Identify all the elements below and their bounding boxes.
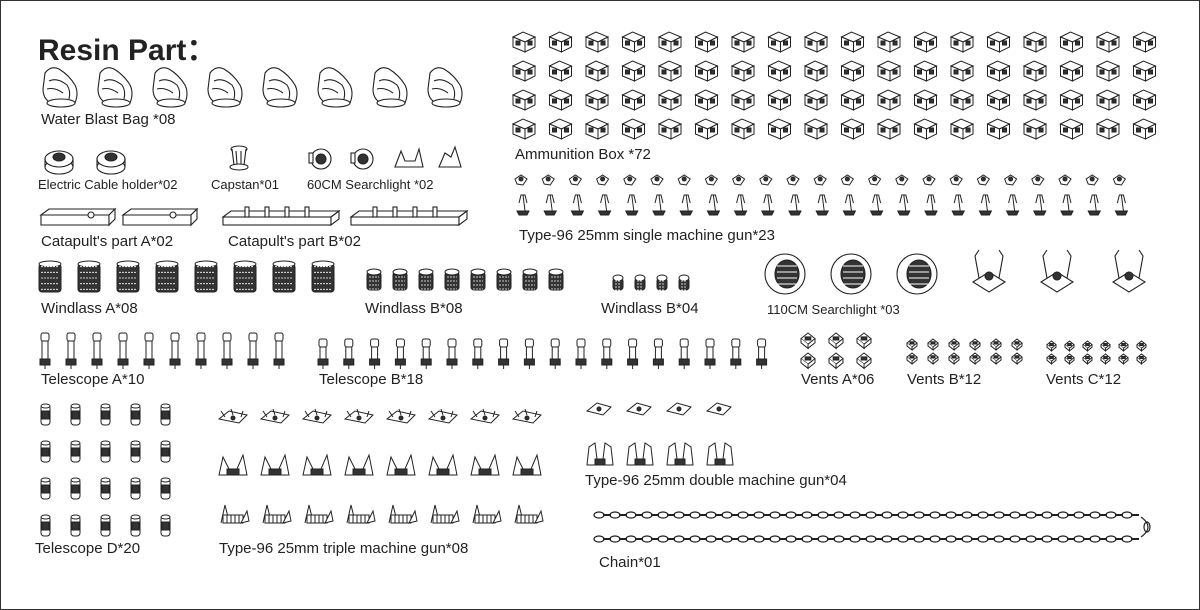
windlass-b4-label: Windlass B*04 [601,300,699,317]
catapult-b-label: Catapult's part B*02 [228,233,361,250]
vents-c-label: Vents C*12 [1046,371,1122,388]
windlass-a-label: Windlass A*08 [41,300,138,317]
ammo-box-icon [511,31,1157,140]
page-title: Resin Part： [38,34,217,67]
chain-label: Chain*01 [599,554,661,571]
catapult-rail-icon [221,206,469,227]
telescope-b-label: Telescope B*18 [319,371,424,388]
searchlight-60cm-group [305,143,465,175]
type96-single-group [513,169,1163,225]
catapult-b-group [221,205,471,229]
vents-b-group [905,337,1035,367]
windlass-b8-label: Windlass B*08 [365,300,463,317]
telescope-icon [40,403,171,537]
telescope-a-group [37,331,297,371]
type96-double-group [583,399,743,471]
searchlight-110cm-label: 110CM Searchlight *03 [767,302,900,317]
type96-single-label: Type-96 25mm single machine gun*23 [519,227,775,244]
telescope-icon [39,332,285,369]
vents-a-group [799,331,889,370]
telescope-d-group [37,403,177,537]
type96-triple-group [215,403,555,535]
type96-triple-label: Type-96 25mm triple machine gun*08 [219,540,469,557]
capstan-label: Capstan*01 [211,177,279,192]
ammunition-box-group [511,29,1161,144]
windlass-drum-icon [612,274,690,291]
cable-holder-group [41,143,141,175]
chain-icon [593,511,1151,543]
searchlight-110cm-group [763,246,1163,298]
water-blast-bag-group [41,63,481,111]
blast-bag-icon [42,67,463,108]
type96-double-label: Type-96 25mm double machine gun*04 [585,472,847,489]
catapult-a-label: Catapult's part A*02 [41,233,174,250]
telescope-b-group [315,337,775,371]
windlass-a-group [37,260,337,297]
vents-a-label: Vents A*06 [801,371,875,388]
telescope-icon [317,338,768,369]
catapult-a-group [39,207,199,229]
windlass-b8-group [365,268,585,295]
windlass-drum-icon [366,268,564,291]
vent-icon [1046,340,1147,365]
vent-icon [906,338,1023,366]
single-gun-icon [514,174,1129,216]
cable-holder-icon [44,150,126,175]
vent-icon [800,332,872,370]
vents-b-label: Vents B*12 [907,371,982,388]
telescope-d-label: Telescope D*20 [35,540,141,557]
chain-group [593,505,1155,549]
triple-gun-icon [217,408,544,524]
double-gun-icon [585,402,734,466]
searchlight-small-icon [308,145,462,170]
windlass-drum-icon [38,260,335,293]
windlass-b4-group [611,274,701,295]
catapult-rail-icon [39,207,199,227]
capstan-group [227,143,251,173]
cable-holder-label: Electric Cable holder*02 [38,177,178,192]
ammunition-box-label: Ammunition Box *72 [515,146,651,163]
capstan-icon [229,145,249,171]
water-blast-bag-label: Water Blast Bag *08 [41,111,176,128]
telescope-a-label: Telescope A*10 [41,371,145,388]
searchlight-60cm-label: 60CM Searchlight *02 [307,177,434,192]
vents-c-group [1045,339,1155,367]
searchlight-large-icon [764,249,1147,295]
